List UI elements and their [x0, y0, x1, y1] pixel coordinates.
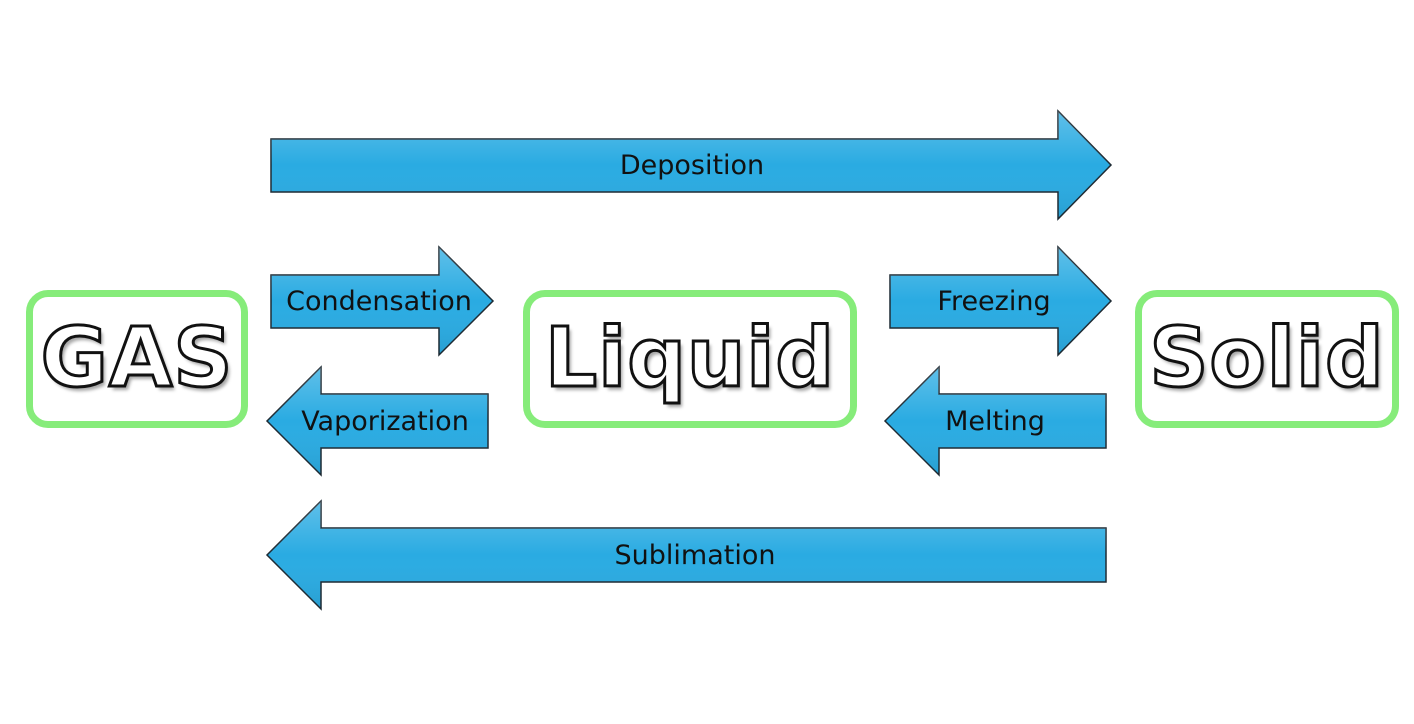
- melting-label: Melting: [945, 406, 1045, 437]
- vaporization-label: Vaporization: [301, 406, 469, 437]
- arrow-sublimation: Sublimation: [265, 499, 1107, 611]
- arrow-vaporization: Vaporization: [265, 365, 489, 477]
- gas-box: GAS: [26, 290, 248, 428]
- liquid-label: Liquid: [543, 311, 836, 406]
- gas-label: GAS: [39, 311, 234, 406]
- arrow-melting: Melting: [883, 365, 1107, 477]
- deposition-label: Deposition: [620, 150, 764, 181]
- solid-label: Solid: [1148, 311, 1385, 406]
- sublimation-label: Sublimation: [615, 540, 776, 571]
- arrow-deposition: Deposition: [270, 109, 1113, 221]
- arrow-condensation: Condensation: [270, 245, 495, 357]
- liquid-box: Liquid: [523, 290, 857, 428]
- condensation-label: Condensation: [286, 286, 472, 317]
- solid-box: Solid: [1135, 290, 1399, 428]
- arrow-freezing: Freezing: [889, 245, 1113, 357]
- freezing-label: Freezing: [937, 286, 1050, 317]
